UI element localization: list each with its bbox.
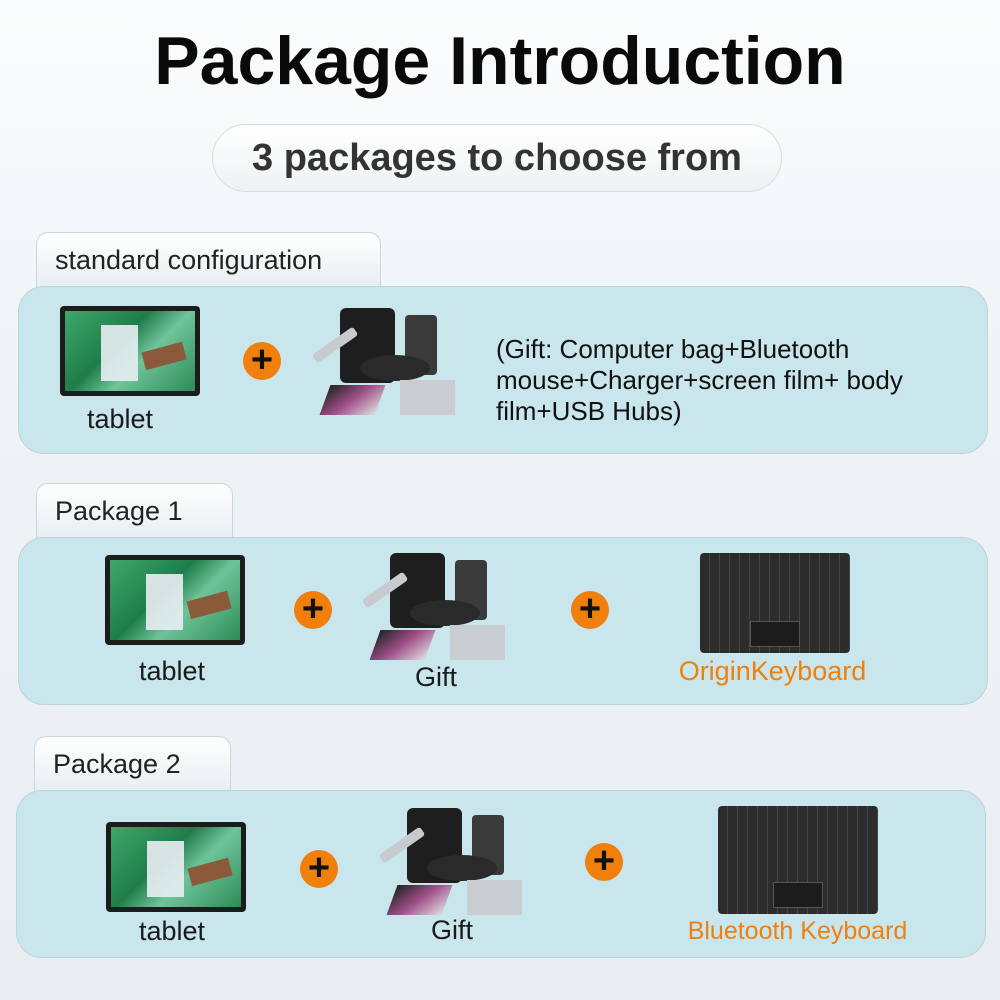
gift-description: (Gift: Computer bag+Bluetooth mouse+Char… [496,334,903,426]
tablet-label: tablet [138,656,206,686]
tab-package-1: Package 1 [36,483,233,539]
page-title: Package Introduction [154,23,846,99]
gift-label: Gift [430,915,473,945]
subtitle-badge: 3 packages to choose from [212,124,782,192]
tablet-image [105,555,245,645]
plus-icon: + [243,341,281,380]
gift-bundle-image [355,545,515,665]
plus-icon: + [300,849,338,888]
tablet-image [60,306,200,396]
gift-bundle-image [305,300,465,420]
tablet-label: tablet [86,404,154,434]
plus-icon: + [585,842,623,881]
tablet-image [106,822,246,912]
tablet-label: tablet [138,916,206,946]
keyboard-label: OriginKeyboard [678,656,867,686]
bluetooth-keyboard-image [718,806,878,914]
tab-package-2: Package 2 [34,736,231,792]
gift-bundle-image [372,800,532,920]
keyboard-label: Bluetooth Keyboard [687,917,908,945]
plus-icon: + [571,590,609,629]
tab-standard-configuration: standard configuration [36,232,381,288]
gift-label: Gift [414,662,457,692]
origin-keyboard-image [700,553,850,653]
plus-icon: + [294,590,332,629]
